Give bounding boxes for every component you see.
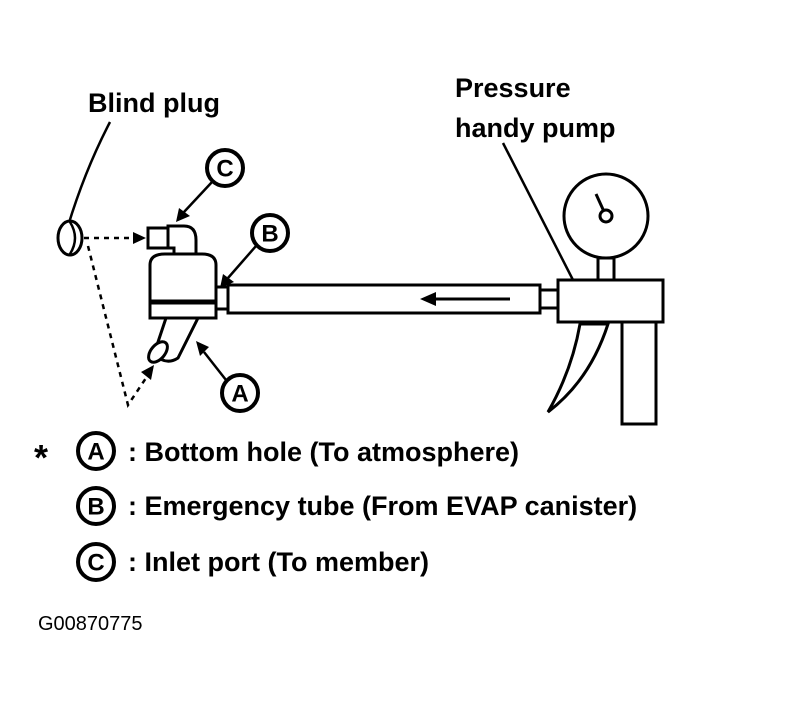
svg-text:A: A <box>231 381 248 408</box>
pump-leader <box>501 142 575 281</box>
legend-item-c: C : Inlet port (To member) <box>76 542 429 582</box>
callout-a-leader <box>203 351 227 381</box>
plug-to-bottom-dash <box>86 245 148 409</box>
svg-text:B: B <box>261 221 278 248</box>
blind-plug-label: Blind plug <box>88 88 220 118</box>
plug-to-bottom-arrowhead <box>141 365 154 380</box>
valve-assembly <box>146 224 230 364</box>
legend-item-b: B : Emergency tube (From EVAP canister) <box>76 486 637 526</box>
legend-letter-a: A <box>87 439 104 466</box>
pump-label-line2: handy pump <box>455 113 616 143</box>
callout-c: C <box>205 148 245 188</box>
legend-text-a: : Bottom hole (To atmosphere) <box>128 437 519 467</box>
callout-b: B <box>250 213 290 253</box>
callout-b-arrowhead <box>220 274 234 288</box>
legend-letter-b: B <box>87 494 104 521</box>
callout-a: A <box>220 373 260 413</box>
figure-id: G00870775 <box>38 613 143 635</box>
legend-item-a: A : Bottom hole (To atmosphere) <box>76 431 519 471</box>
legend-marker: * <box>34 437 48 478</box>
hose-connector <box>538 288 560 310</box>
legend-text-c: : Inlet port (To member) <box>128 547 429 577</box>
callout-a-arrowhead <box>196 341 209 356</box>
svg-text:C: C <box>216 156 233 183</box>
legend-letter-c: C <box>87 550 104 577</box>
plug-to-inlet-arrowhead <box>133 232 146 244</box>
callout-c-arrowhead <box>176 208 190 222</box>
callout-b-leader <box>227 245 257 279</box>
legend-text-b: : Emergency tube (From EVAP canister) <box>128 491 637 521</box>
blind-plug <box>56 219 84 257</box>
pump-label-line1: Pressure <box>455 73 571 103</box>
pressure-handy-pump <box>546 172 665 426</box>
callout-c-leader <box>183 181 213 213</box>
flow-arrow-head <box>420 292 436 306</box>
blind-plug-leader <box>66 121 112 227</box>
